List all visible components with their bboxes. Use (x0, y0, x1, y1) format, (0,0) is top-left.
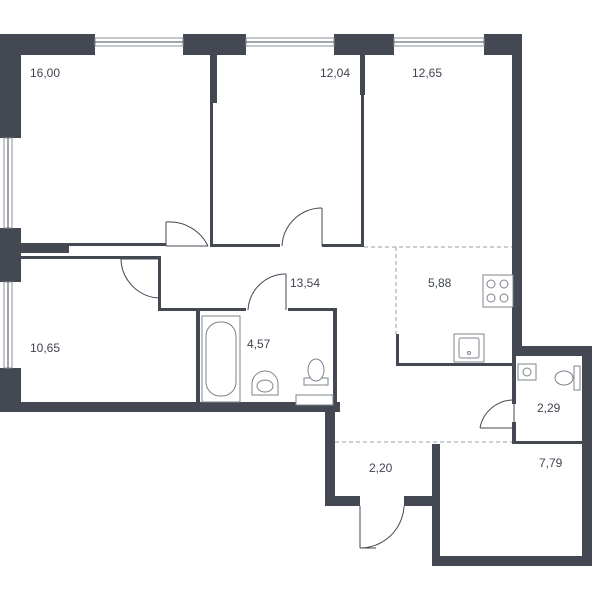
bathtub-icon (201, 315, 241, 403)
wall-right-lower (582, 346, 592, 566)
windows (3, 37, 485, 369)
washing-machine-icon (295, 394, 334, 406)
room-area-label: 5,88 (428, 276, 452, 290)
room-area-label: 2,29 (537, 401, 561, 415)
wall-bottom-right (432, 556, 592, 566)
wall-r2-r3 (361, 55, 364, 247)
outer-walls (0, 34, 592, 566)
interior-walls (21, 55, 592, 444)
wall-bath-right (333, 308, 337, 406)
wall-left-bottom (0, 368, 21, 412)
wall-wc-left-lower (512, 422, 516, 444)
wall-top-mid-1 (183, 34, 246, 55)
wall-bath-top-left (158, 308, 246, 311)
stove-icon (482, 274, 514, 308)
wall-r2-bottom-left (213, 244, 280, 247)
wall-bottom-left (0, 402, 340, 412)
room-area-label: 12,65 (412, 66, 442, 80)
toilet-icon (303, 358, 329, 386)
wall-left-mid (0, 228, 21, 282)
wall-right-step (512, 346, 592, 356)
washbasin-icon (251, 370, 279, 396)
room-area-label: 2,20 (369, 461, 393, 475)
door-bathroom[interactable] (247, 273, 287, 311)
room-area-label: 13,54 (290, 276, 320, 290)
wall-entry-bottom-left (325, 496, 360, 506)
wall-r4-bath (196, 310, 200, 406)
wall-entry-bottom-right (404, 496, 440, 506)
room-labels: 16,00 12,04 12,65 10,65 13,54 5,88 4,57 … (30, 66, 563, 475)
doors (120, 207, 515, 549)
wall-r4-top (21, 256, 161, 259)
wall-entry-left (325, 404, 335, 504)
wall-kitchen-left (396, 334, 399, 366)
wall-r1-r2 (210, 55, 213, 247)
wall-r1-r4-thick (21, 243, 69, 253)
wall-top-left (0, 34, 95, 55)
wall-wc-left-upper (512, 352, 516, 404)
wall-wc-bottom (512, 441, 592, 444)
wall-room5-left (432, 444, 440, 566)
door-room-2[interactable] (281, 207, 323, 247)
sink-icon (453, 333, 485, 363)
wall-r1-r2-top (210, 55, 217, 103)
room-area-label: 4,57 (247, 337, 271, 351)
wall-left-top (0, 34, 21, 138)
wc-fixtures (517, 363, 581, 391)
toilet-icon (573, 365, 581, 391)
room-area-label: 16,00 (30, 66, 60, 80)
door-entrance[interactable] (359, 505, 405, 549)
room-area-label: 12,04 (320, 66, 350, 80)
wall-r1-r4 (69, 243, 166, 246)
door-room-4[interactable] (120, 258, 161, 299)
wall-right-upper (512, 34, 522, 348)
room-area-label: 10,65 (30, 341, 60, 355)
wall-bath-top-right (288, 308, 334, 311)
door-room-1[interactable] (165, 221, 209, 247)
zone-lines (335, 246, 512, 443)
wall-top-mid-2 (334, 34, 394, 55)
room-area-label: 7,79 (539, 456, 563, 470)
door-wc[interactable] (479, 399, 515, 429)
wall-r2-bottom-right (322, 244, 364, 247)
wall-kitchen-bottom (396, 363, 514, 366)
